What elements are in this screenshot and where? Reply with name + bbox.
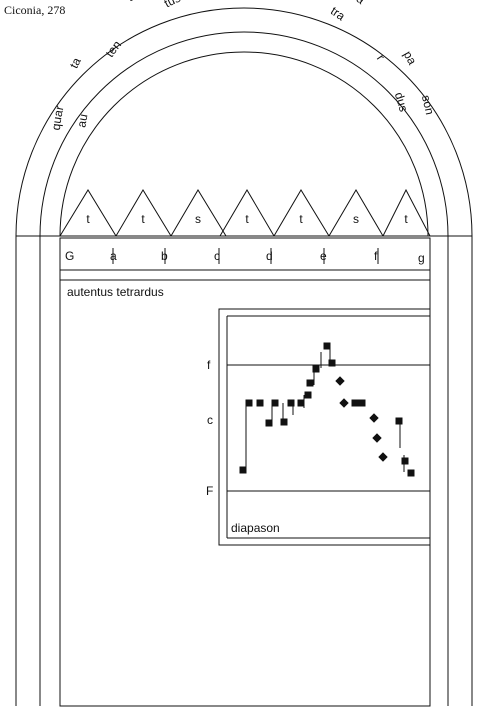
neume-square [407, 469, 415, 477]
note-f: f [374, 249, 378, 263]
interval-5: s [353, 212, 359, 226]
syllable-inner-1: ten [103, 38, 124, 60]
neume-diamond [372, 433, 382, 443]
note-scale: G a b c d e f g [65, 248, 425, 265]
neume-square [245, 399, 253, 407]
svg-text:tus: tus [162, 0, 183, 10]
note-a: a [110, 249, 117, 263]
pitch-label-F: F [206, 484, 213, 498]
svg-text:au: au [74, 113, 90, 129]
neume-square [351, 399, 359, 407]
neume-diamond [369, 413, 379, 423]
note-g: g [418, 251, 425, 265]
interval-6: t [404, 212, 408, 226]
interval-2: s [195, 212, 201, 226]
chant-box: f c F diapason [206, 308, 431, 546]
outer-arch [15, 7, 473, 237]
syllable-inner-0: au [74, 113, 90, 129]
syllable-inner-5: r [374, 52, 388, 63]
interval-4: t [299, 212, 303, 226]
neume-square [271, 399, 279, 407]
pitch-label-f: f [207, 358, 211, 372]
syllable-inner-6: dus [392, 90, 411, 113]
neume-square [306, 379, 314, 387]
neume-square [304, 391, 312, 399]
neume-square [358, 399, 366, 407]
neume-square [312, 365, 320, 373]
svg-text:ten: ten [103, 38, 124, 60]
note-c: c [214, 249, 220, 263]
syllable-outer-2: spe [124, 0, 148, 4]
arch-frame [15, 7, 473, 237]
syllable-inner-4: tra [328, 4, 348, 24]
middle-arch [39, 31, 449, 237]
neume-square [239, 466, 247, 474]
svg-text:dia: dia [346, 0, 368, 7]
note-G: G [65, 249, 74, 263]
note-d: d [266, 249, 273, 263]
frame [15, 235, 473, 707]
note-b: b [161, 249, 168, 263]
syllable-inner-2: tus [162, 0, 183, 10]
svg-text:dus: dus [392, 90, 411, 113]
chant-caption: diapason [231, 521, 280, 535]
neume-square [256, 399, 264, 407]
interval-1: t [141, 212, 145, 226]
neume-square [287, 399, 295, 407]
svg-text:r: r [374, 52, 388, 63]
syllable-outer-6: pa [401, 48, 420, 67]
interval-0: t [86, 212, 90, 226]
neume-square [395, 417, 403, 425]
mode-name: autentus tetrardus [67, 285, 164, 299]
interval-3: t [245, 212, 249, 226]
note-e: e [320, 249, 327, 263]
neume-square [265, 419, 273, 427]
svg-text:son: son [419, 94, 437, 116]
neume-square [323, 342, 331, 350]
syllable-outer-5: dia [346, 0, 368, 7]
inner-arch [59, 51, 429, 237]
page-caption: Ciconia, 278 [4, 3, 65, 17]
neume-diamond [339, 398, 349, 408]
neume-square [328, 359, 336, 367]
syllable-outer-7: son [419, 94, 437, 116]
neume-diamond [378, 452, 388, 462]
pitch-label-c: c [207, 413, 213, 427]
svg-text:tra: tra [328, 4, 348, 24]
neume-square [280, 418, 288, 426]
neume-diamond [335, 376, 345, 386]
neume-square [297, 399, 305, 407]
svg-text:spe: spe [124, 0, 148, 4]
syllable-outer-0: quar [49, 105, 67, 131]
svg-text:pa: pa [401, 48, 420, 67]
neume-square [401, 457, 409, 465]
arch-outer-text: quar [49, 105, 67, 131]
syllable-outer-1: ta [67, 55, 84, 71]
svg-text:ta: ta [67, 55, 84, 71]
neumes [239, 342, 415, 477]
